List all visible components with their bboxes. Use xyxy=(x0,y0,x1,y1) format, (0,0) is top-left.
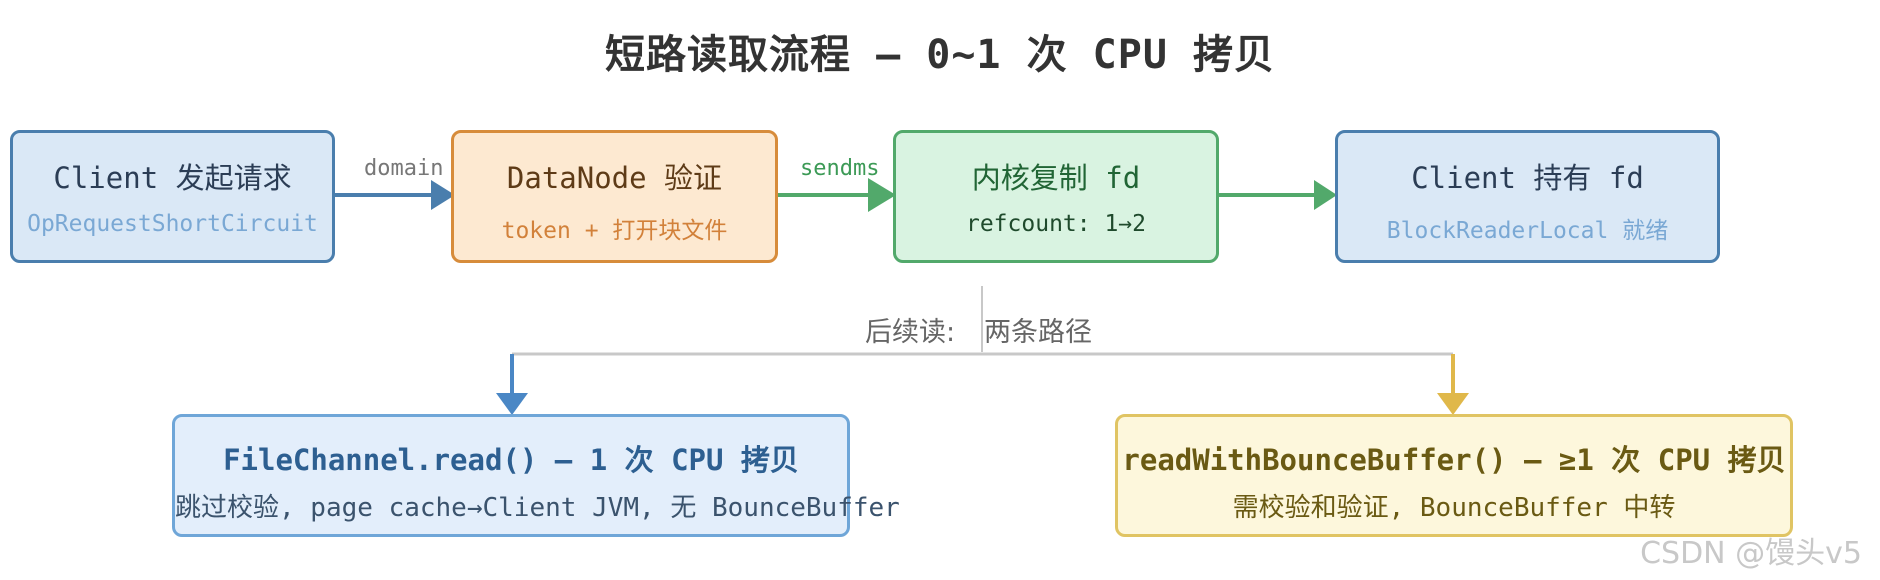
arrowhead-right-path xyxy=(1437,393,1469,415)
arrowhead-client-to-datanode xyxy=(431,180,455,210)
step-client-holds-fd-title: Client 持有 fd xyxy=(1411,161,1644,195)
step-datanode-verify: DataNode 验证 token + 打开块文件 xyxy=(451,130,778,263)
split-label-right: 两条路径 xyxy=(984,317,1092,348)
diagram-title: 短路读取流程 — 0~1 次 CPU 拷贝 xyxy=(605,32,1275,78)
arrowhead-kernel-to-client xyxy=(1314,180,1337,210)
edge-label-sendms: sendms xyxy=(800,156,880,181)
step-client-request-subtitle: OpRequestShortCircuit xyxy=(27,211,318,237)
step-client-holds-fd-subtitle: BlockReaderLocal 就绪 xyxy=(1386,218,1669,244)
path-bounce-buffer-subtitle: 需校验和验证, BounceBuffer 中转 xyxy=(1232,493,1676,523)
edge-label-domain: domain xyxy=(364,156,444,181)
step-kernel-copy-fd-title: 内核复制 fd xyxy=(971,161,1141,195)
step-client-request: Client 发起请求 OpRequestShortCircuit xyxy=(10,130,335,263)
step-datanode-verify-title: DataNode 验证 xyxy=(506,161,723,195)
path-bounce-buffer-title: readWithBounceBuffer() — ≥1 次 CPU 拷贝 xyxy=(1122,443,1786,477)
path-filechannel-read: FileChannel.read() — 1 次 CPU 拷贝 跳过校验, pa… xyxy=(172,414,900,537)
arrowhead-datanode-to-kernel xyxy=(868,178,896,212)
step-client-holds-fd: Client 持有 fd BlockReaderLocal 就绪 xyxy=(1335,130,1720,263)
path-filechannel-read-subtitle: 跳过校验, page cache→Client JVM, 无 BounceBuf… xyxy=(175,493,900,523)
step-kernel-copy-fd: 内核复制 fd refcount: 1→2 xyxy=(893,130,1219,263)
path-bounce-buffer: readWithBounceBuffer() — ≥1 次 CPU 拷贝 需校验… xyxy=(1115,414,1793,537)
watermark: CSDN @馒头v5 xyxy=(1640,536,1862,571)
path-filechannel-read-title: FileChannel.read() — 1 次 CPU 拷贝 xyxy=(223,443,799,477)
step-datanode-verify-subtitle: token + 打开块文件 xyxy=(501,218,728,244)
arrowhead-left-path xyxy=(496,393,528,415)
step-client-request-title: Client 发起请求 xyxy=(53,161,292,195)
step-kernel-copy-fd-subtitle: refcount: 1→2 xyxy=(965,211,1146,237)
split-label-left: 后续读: xyxy=(865,317,956,348)
